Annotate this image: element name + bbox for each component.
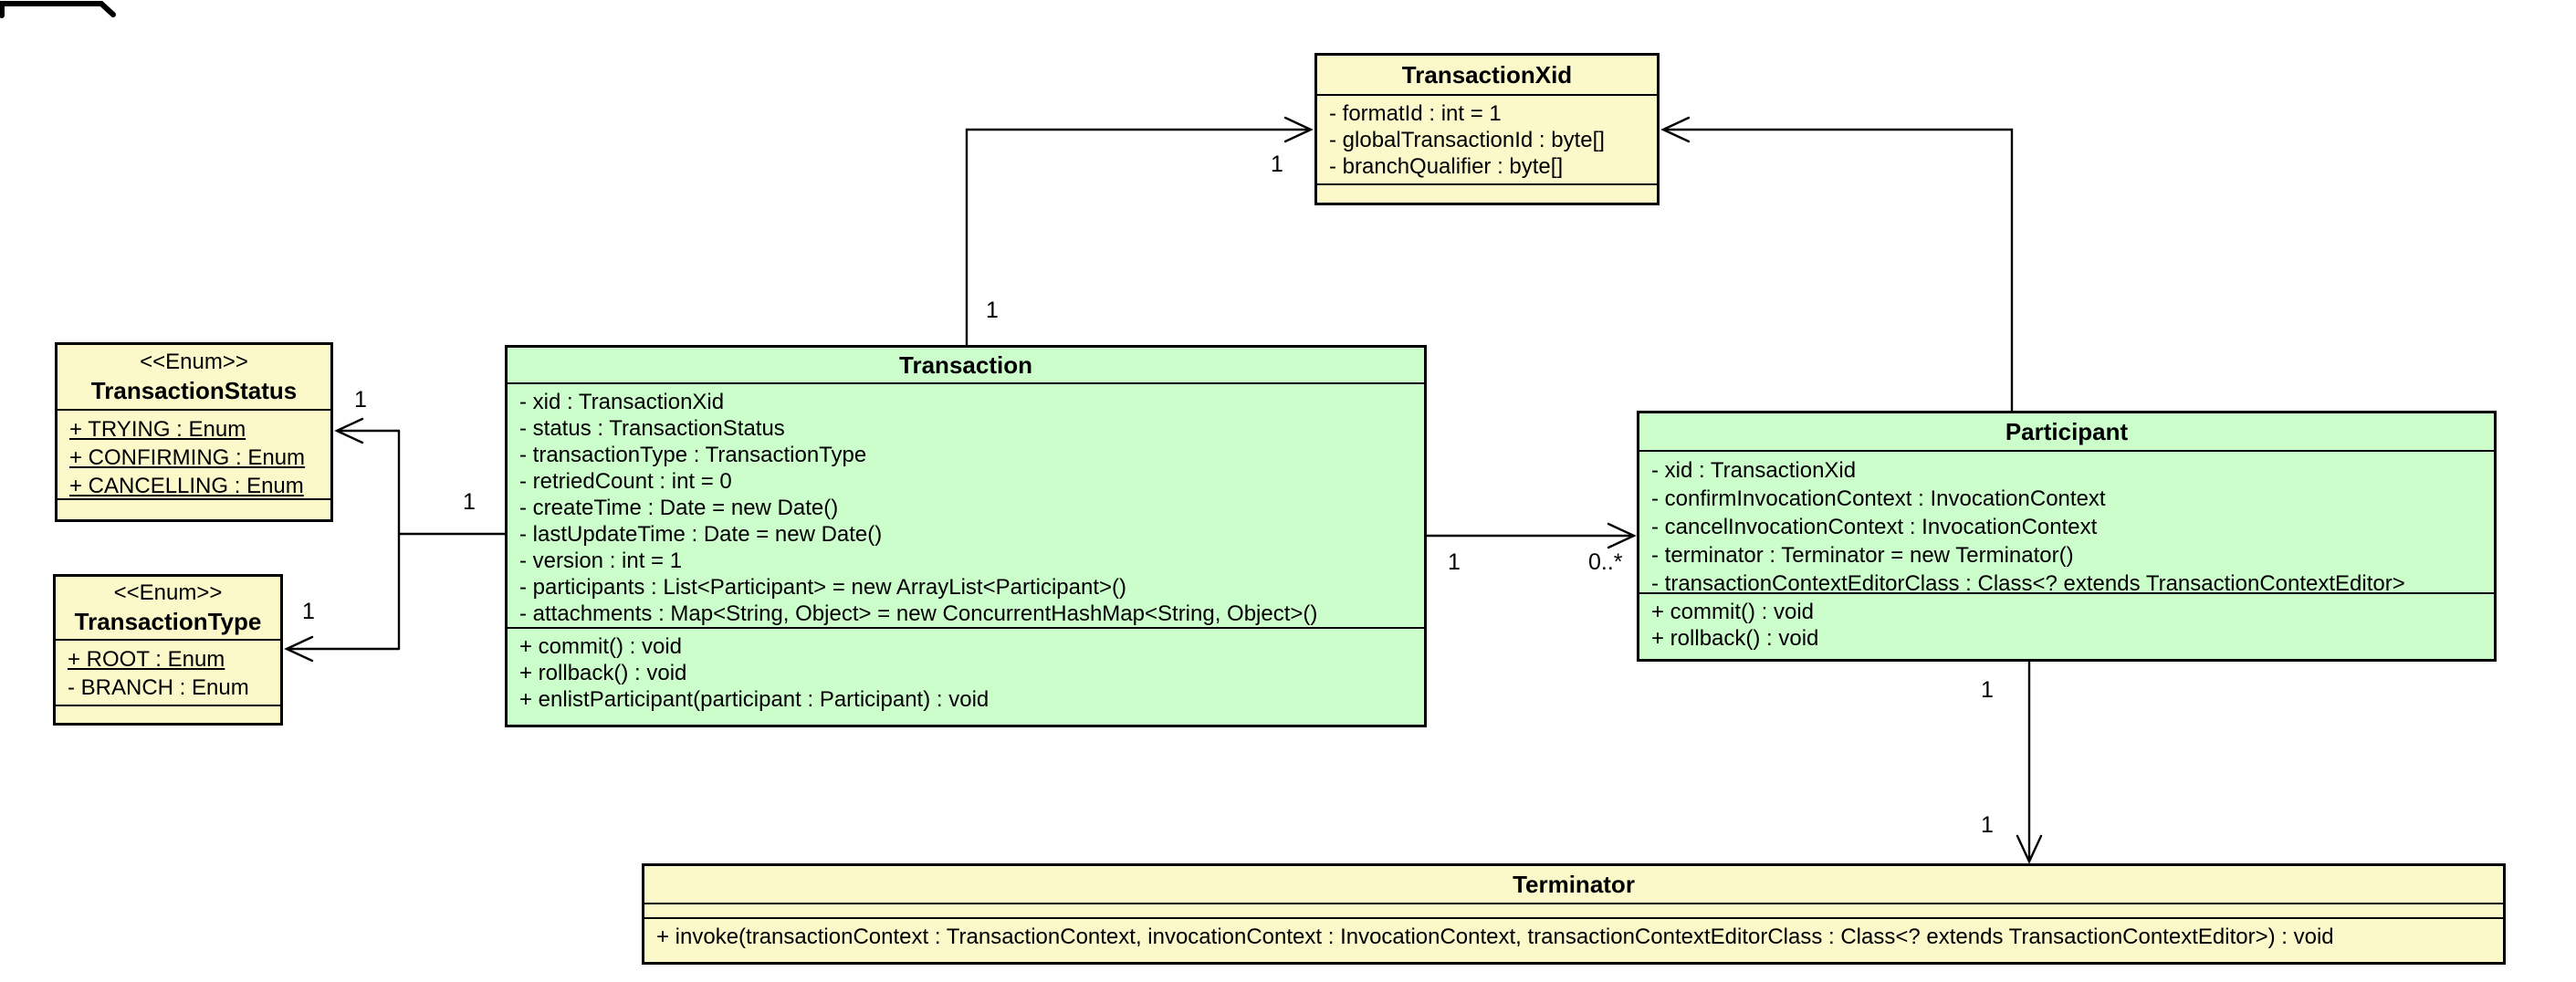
class-title: <<Enum>> TransactionType	[56, 577, 280, 639]
class-title: TransactionXid	[1317, 56, 1657, 94]
class-name: Terminator	[1513, 871, 1635, 898]
multiplicity-label: 1	[1981, 812, 1994, 838]
attributes-compartment: - xid : TransactionXid- status : Transac…	[508, 382, 1424, 627]
class-transactiontype: <<Enum>> TransactionType + ROOT : Enum - …	[53, 574, 283, 726]
class-name: Transaction	[899, 351, 1032, 379]
attribute: - cancelInvocationContext : InvocationCo…	[1651, 515, 2098, 539]
multiplicity-label: 1	[463, 489, 476, 515]
operation: + commit() : void	[519, 634, 683, 659]
class-title: Participant	[1639, 413, 2494, 450]
attributes-compartment: - xid : TransactionXid - confirmInvocatio…	[1639, 450, 2494, 592]
attribute: - globalTransactionId : byte[]	[1329, 128, 1605, 152]
attribute: - BRANCH : Enum	[68, 675, 249, 700]
edge-transaction-left-stub	[397, 429, 507, 651]
operation: + commit() : void	[1651, 600, 1815, 624]
multiplicity-label: 1	[302, 599, 315, 624]
attribute: + CANCELLING : Enum	[69, 474, 304, 498]
attribute: - formatId : int = 1	[1329, 101, 1502, 126]
attributes-compartment: + TRYING : Enum + CONFIRMING : Enum + CANC…	[58, 409, 330, 498]
operations-compartment: + commit() : void+ rollback() : void+ en…	[508, 627, 1424, 725]
operations-compartment	[56, 705, 280, 723]
attribute: - version : int = 1	[519, 548, 683, 573]
edge-participant-to-transactionxid	[1662, 128, 2014, 413]
class-transactionxid: TransactionXid - formatId : int = 1- glo…	[1314, 53, 1660, 205]
class-terminator: Terminator + invoke(transactionContext :…	[642, 863, 2506, 965]
multiplicity-label: 0..*	[1588, 549, 1623, 575]
attribute: - xid : TransactionXid	[519, 390, 725, 414]
class-title: Transaction	[508, 348, 1424, 382]
class-name: TransactionStatus	[90, 377, 298, 404]
attribute: - branchQualifier : byte[]	[1329, 154, 1564, 179]
operation: + rollback() : void	[519, 661, 687, 685]
attributes-compartment: + ROOT : Enum - BRANCH : Enum	[56, 639, 280, 705]
class-name: TransactionXid	[1401, 61, 1573, 89]
arrowhead-open-right	[1283, 116, 1314, 143]
operation: + rollback() : void	[1651, 626, 1819, 651]
class-stereotype: <<Enum>>	[113, 580, 223, 605]
attribute: - status : TransactionStatus	[519, 416, 785, 441]
attribute: - attachments : Map<String, Object> = ne…	[519, 601, 1318, 626]
multiplicity-label: 1	[1271, 151, 1283, 177]
attribute: - xid : TransactionXid	[1651, 458, 1857, 483]
arrowhead-open-left	[1660, 116, 1691, 143]
class-name: TransactionType	[74, 608, 262, 635]
operations-compartment	[1317, 183, 1657, 203]
operation: + enlistParticipant(participant : Partic…	[519, 687, 990, 712]
multiplicity-label: 1	[986, 298, 999, 323]
attributes-compartment: - formatId : int = 1- globalTransactionI…	[1317, 94, 1657, 183]
multiplicity-label: 1	[1981, 677, 1994, 703]
class-title: <<Enum>> TransactionStatus	[58, 345, 330, 409]
arrowhead-open-right	[1607, 522, 1637, 549]
operations-compartment	[58, 498, 330, 519]
attribute: - transactionType : TransactionType	[519, 443, 867, 467]
attribute: - transactionContextEditorClass : Class<…	[1651, 571, 2405, 592]
attribute: + ROOT : Enum	[68, 647, 225, 672]
class-title: Terminator	[644, 866, 2503, 903]
arrowhead-open-down	[2016, 834, 2043, 864]
attribute: + CONFIRMING : Enum	[69, 445, 306, 470]
operation: + invoke(transactionContext : Transactio…	[656, 925, 2334, 949]
attribute: + TRYING : Enum	[69, 417, 246, 442]
arrowhead-open-left	[284, 635, 314, 663]
attribute: - retriedCount : int = 0	[519, 469, 732, 494]
multiplicity-label: 1	[354, 387, 367, 413]
class-transaction: Transaction - xid : TransactionXid- stat…	[505, 345, 1427, 727]
edge-transaction-to-transactionxid	[965, 128, 1312, 349]
attribute: - participants : List<Participant> = new…	[519, 575, 1126, 600]
clipped-shape-top-left	[0, 1, 116, 18]
class-transactionstatus: <<Enum>> TransactionStatus + TRYING : En…	[55, 342, 333, 522]
attribute: - confirmInvocationContext : InvocationC…	[1651, 486, 2106, 511]
attribute: - lastUpdateTime : Date = new Date()	[519, 522, 883, 547]
operations-compartment: + commit() : void+ rollback() : void	[1639, 592, 2494, 659]
attributes-compartment	[644, 903, 2503, 917]
attribute: - terminator : Terminator = new Terminat…	[1651, 543, 2074, 568]
attribute: - createTime : Date = new Date()	[519, 496, 839, 520]
class-participant: Participant - xid : TransactionXid - conf…	[1637, 411, 2497, 662]
multiplicity-label: 1	[1448, 549, 1461, 575]
arrowhead-open-left	[334, 417, 364, 444]
class-stereotype: <<Enum>>	[140, 350, 248, 374]
class-name: Participant	[2005, 418, 2129, 445]
operations-compartment: + invoke(transactionContext : Transactio…	[644, 917, 2503, 962]
